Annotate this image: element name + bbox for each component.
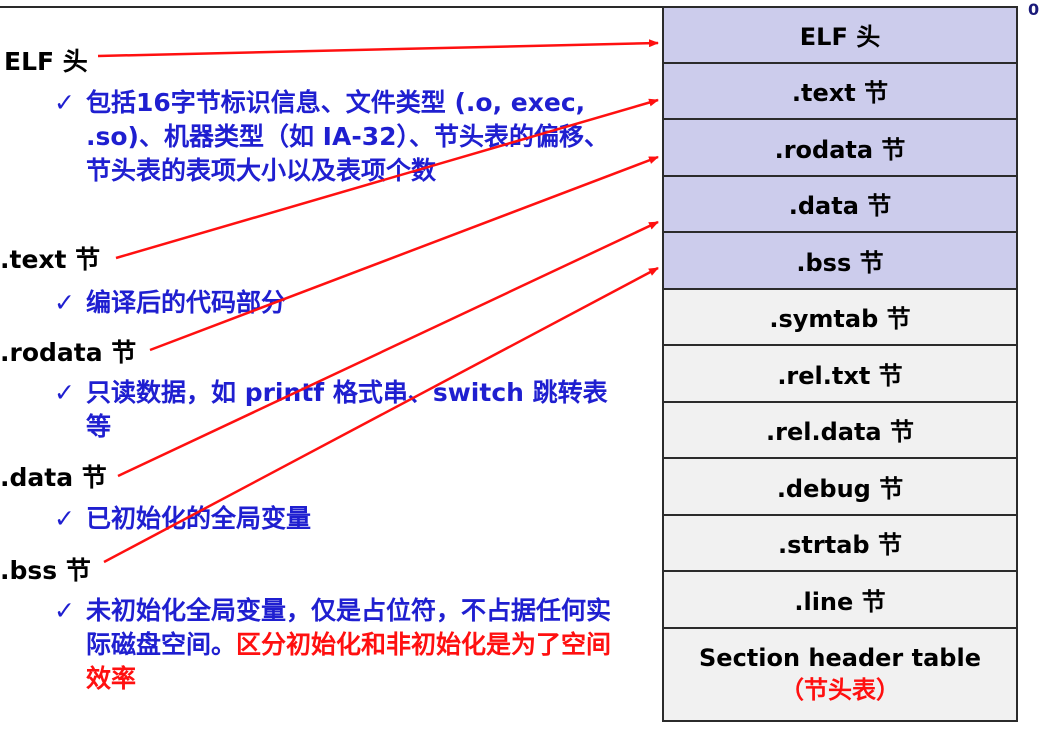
table-row-text: .text 节 (662, 62, 1018, 119)
check-icon: ✓ (54, 378, 75, 407)
rodata-section-bullet-text: 只读数据，如 printf 格式串、switch 跳转表等 (86, 378, 608, 441)
arrow-bss (103, 266, 659, 564)
table-row-debug: .debug 节 (662, 458, 1018, 515)
data-section-bullet-text: 已初始化的全局变量 (86, 504, 312, 533)
bss-section-bullet: ✓ 未初始化全局变量，仅是占位符，不占据任何实际磁盘空间。区分初始化和非初始化是… (54, 594, 614, 696)
section-header-table-sublabel: （节头表） (780, 676, 900, 704)
arrow-data (117, 220, 659, 478)
table-row-label: .debug 节 (776, 474, 904, 503)
rodata-section-bullet: ✓ 只读数据，如 printf 格式串、switch 跳转表等 (54, 376, 614, 444)
table-row-label: .data 节 (788, 192, 892, 221)
top-rule (0, 6, 662, 8)
table-row-label: .rel.txt 节 (777, 361, 903, 390)
table-row-label: .strtab 节 (778, 531, 902, 560)
table-row-symtab: .symtab 节 (662, 288, 1018, 345)
check-icon: ✓ (54, 504, 75, 533)
elf-head-bullet: ✓ 包括16字节标识信息、文件类型 (.o, exec, .so)、机器类型（如… (54, 86, 614, 188)
bss-section-heading: .bss 节 (0, 556, 91, 585)
table-row-line: .line 节 (662, 571, 1018, 628)
arrow-rodata (149, 155, 659, 352)
table-row-bss: .bss 节 (662, 232, 1018, 289)
check-icon: ✓ (54, 288, 75, 317)
elf-head-bullet-text: 包括16字节标识信息、文件类型 (.o, exec, .so)、机器类型（如 I… (86, 88, 609, 185)
rodata-section-heading: .rodata 节 (0, 338, 137, 367)
table-row-label: .rodata 节 (774, 135, 906, 164)
table-row-label: .symtab 节 (769, 305, 911, 334)
elf-head-heading: ELF 头 (4, 47, 88, 76)
check-icon: ✓ (54, 88, 75, 117)
bss-section-bullet-text: 未初始化全局变量，仅是占位符，不占据任何实际磁盘空间。区分初始化和非初始化是为了… (54, 594, 614, 696)
data-section-bullet: ✓ 已初始化的全局变量 (54, 502, 614, 536)
table-row-data: .data 节 (662, 175, 1018, 232)
table-row-rodata: .rodata 节 (662, 119, 1018, 176)
table-row-strtab: .strtab 节 (662, 514, 1018, 571)
table-row-label: ELF 头 (799, 23, 881, 52)
corner-label: 0 (1028, 0, 1040, 19)
table-row-label: .text 节 (791, 79, 889, 108)
table-row-rel-data: .rel.data 节 (662, 401, 1018, 458)
text-section-heading: .text 节 (0, 245, 101, 274)
check-icon: ✓ (54, 596, 75, 625)
data-section-heading: .data 节 (0, 463, 107, 492)
table-row-label: .line 节 (794, 587, 886, 616)
table-row-label: .rel.data 节 (766, 418, 914, 447)
table-row-label: .bss 节 (796, 248, 884, 277)
arrow-elf-head (97, 39, 659, 58)
table-row-section-header-table: Section header table （节头表） (662, 627, 1018, 722)
elf-section-table: ELF 头 .text 节 .rodata 节 .data 节 .bss 节 .… (662, 6, 1018, 722)
bss-bullet-main: 未初始化全局变量，仅是占位符，不占据任何实际磁盘空间。 (86, 596, 612, 659)
table-row-rel-txt: .rel.txt 节 (662, 345, 1018, 402)
arrow-text (115, 98, 659, 260)
bss-bullet-red: 区分初始化和非初始化是为了空间效率 (86, 630, 612, 693)
table-row-elf-head: ELF 头 (662, 6, 1018, 63)
section-header-table-label: Section header table (699, 644, 981, 672)
